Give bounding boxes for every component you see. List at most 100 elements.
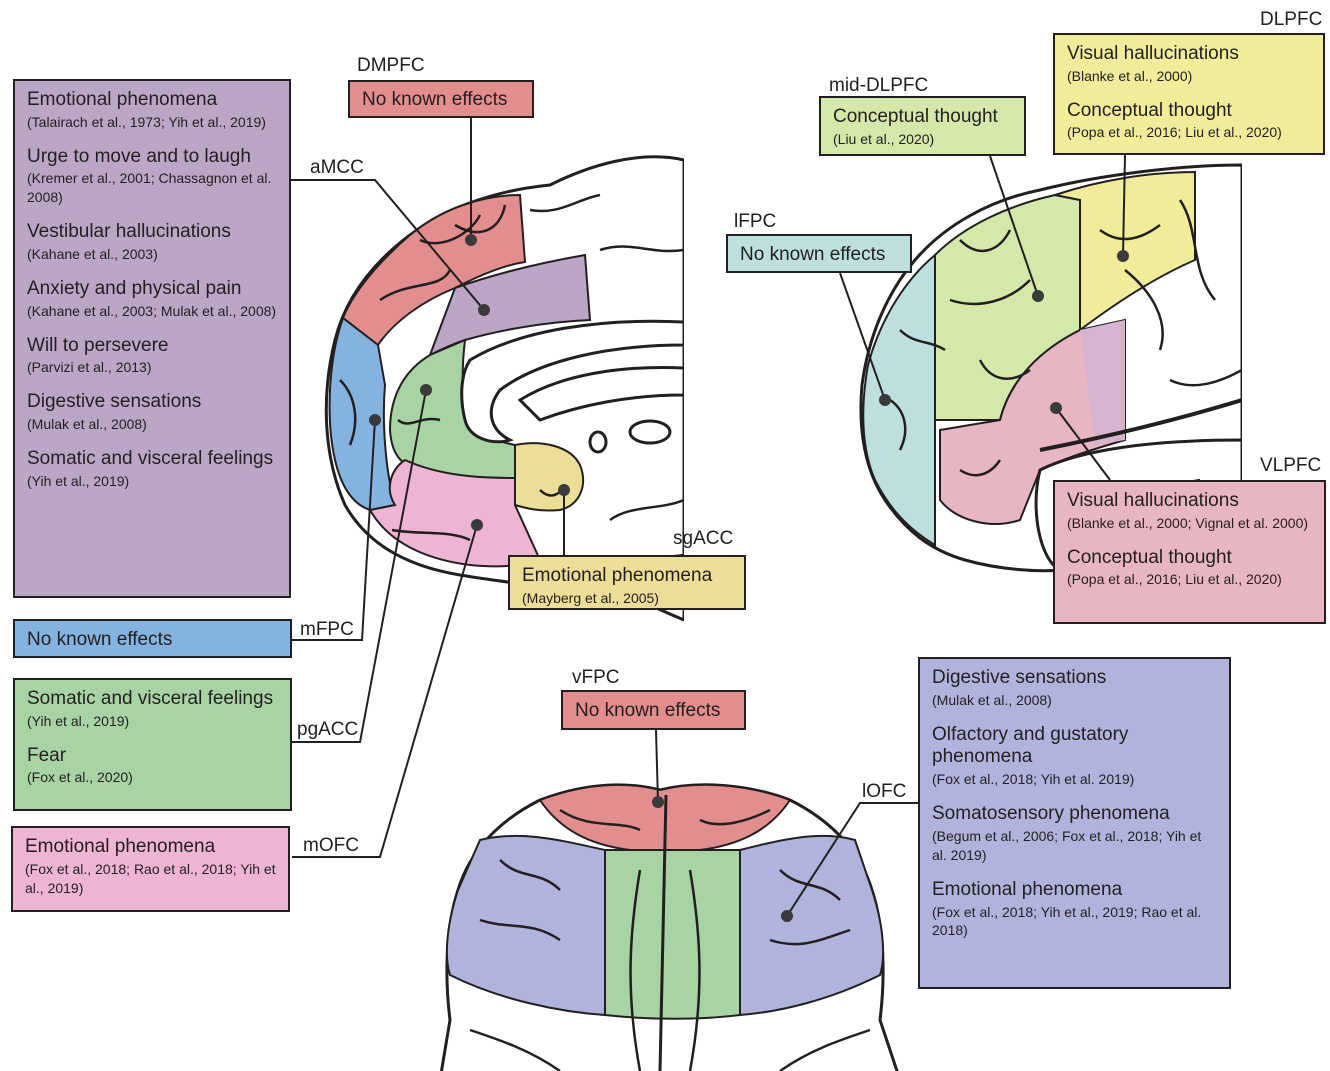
vlpfc-box: Visual hallucinations(Blanke et al., 200…: [1053, 480, 1326, 624]
effect-citation: (Mayberg et al., 2005): [522, 589, 659, 606]
pgacc-entry: Somatic and visceral feelings (Yih et al.…: [27, 688, 278, 731]
effect-citation: (Mulak et al., 2008): [932, 691, 1052, 708]
effect-title: Conceptual thought: [1067, 546, 1232, 568]
effect-citation: (Fox et al., 2018; Yih et al., 2019; Rao…: [932, 903, 1202, 939]
anterior-commissure: [588, 430, 608, 454]
dlpfc-entry: Conceptual thought (Popa et al., 2016; Li…: [1067, 100, 1311, 143]
lofc-label: lOFC: [862, 781, 907, 802]
dlpfc-label: DLPFC: [1260, 9, 1323, 30]
mofc-region: [368, 458, 542, 568]
mofc-box: Emotional phenomena (Fox et al., 2018; Ra…: [11, 826, 290, 912]
effect-title: Emotional phenomena: [25, 836, 216, 857]
effect-title: Visual hallucinations: [1067, 43, 1239, 64]
effect-title: Digestive sensations: [932, 667, 1107, 688]
mfpc-label: mFPC: [300, 619, 354, 640]
lfpc-label: lFPC: [734, 211, 777, 232]
effect-citation: (Popa et al., 2016; Liu et al., 2020): [1067, 571, 1282, 588]
effect-title: Emotional phenomena: [27, 89, 218, 110]
dmpfc-dot: [465, 234, 477, 246]
lfpc-region: [862, 252, 936, 547]
effect-citation: (Begum et al., 2006; Fox et al., 2018; Y…: [932, 827, 1202, 863]
effect-title: Conceptual thought: [1067, 99, 1232, 121]
vlpfc-entry: Conceptual thought (Popa et al., 2016; Li…: [1067, 547, 1312, 590]
effect-citation: (Liu et al., 2020): [833, 130, 935, 147]
lofc-entry: Digestive sensations (Mulak et al., 2008): [932, 667, 1217, 710]
effect-citation: (Kremer et al., 2001; Chassagnon et al. …: [27, 170, 272, 206]
sgacc-entry: Emotional phenomena(Mayberg et al., 2005…: [522, 565, 732, 608]
vfpc-dot: [652, 796, 664, 808]
amcc-entry: Digestive sensations(Mulak et al., 2008): [27, 391, 277, 434]
mid-dlpfc-box: Conceptual thought (Liu et al., 2020): [819, 96, 1026, 156]
amcc-entry: Vestibular hallucinations (Kahane et al.,…: [27, 221, 277, 264]
ventricle: [517, 366, 684, 422]
effect-title: Fear: [27, 744, 67, 766]
effect-citation: (Talairach et al., 1973; Yih et al., 201…: [27, 113, 266, 130]
amcc-label: aMCC: [310, 157, 364, 178]
mid-dlpfc-dot: [1032, 290, 1044, 302]
lofc-region: [445, 834, 606, 1017]
vlpfc-posterior-region: [1080, 320, 1125, 445]
pgacc-label: pgACC: [297, 719, 359, 740]
effect-citation: (Popa et al., 2016; Liu et al., 2020): [1067, 124, 1282, 141]
lfpc-dot: [879, 394, 891, 406]
mid-dlpfc-entry: Conceptual thought (Liu et al., 2020): [833, 106, 1012, 149]
vfpc-label: vFPC: [572, 667, 620, 688]
sgacc-dot: [558, 484, 570, 496]
dmpfc-box-text: No known effects: [362, 89, 508, 110]
frontal-brain-view: [439, 783, 899, 1071]
corpus-callosum: [460, 319, 684, 444]
effect-title: Vestibular hallucinations: [27, 221, 231, 243]
pgacc-entry: Fear (Fox et al., 2020): [27, 745, 278, 788]
mofc-entry: Emotional phenomena (Fox et al., 2018; Ra…: [25, 836, 276, 898]
lofc-entry: Emotional phenomena (Fox et al., 2018; Yi…: [932, 879, 1217, 941]
effect-citation: (Yih et al., 2019): [27, 712, 130, 729]
dmpfc-label: DMPFC: [357, 55, 425, 76]
amcc-entry: Anxiety and physical pain(Kahane et al.,…: [27, 278, 277, 321]
lfpc-box-text: No known effects: [740, 244, 886, 265]
effect-citation: (Fox et al., 2018; Rao et al., 2018; Yih…: [25, 860, 276, 896]
effect-title: Somatosensory phenomena: [932, 803, 1170, 825]
amcc-dot: [478, 304, 490, 316]
leader-lines: [290, 118, 1126, 917]
sgacc-box: Emotional phenomena(Mayberg et al., 2005…: [508, 555, 746, 610]
effect-title: Emotional phenomena: [932, 878, 1123, 900]
midline-fissure: [658, 794, 668, 1071]
effect-citation: (Kahane et al., 2003): [27, 246, 158, 263]
effect-title: Digestive sensations: [27, 391, 202, 413]
dlpfc-entry: Visual hallucinations (Blanke et al., 200…: [1067, 43, 1311, 86]
effect-title: Somatic and visceral feelings: [27, 688, 274, 709]
effect-title: Urge to move and to laugh: [27, 145, 251, 167]
effect-title: Visual hallucinations: [1067, 490, 1239, 511]
vlpfc-entry: Visual hallucinations(Blanke et al., 200…: [1067, 490, 1312, 533]
effect-title: Will to persevere: [27, 334, 169, 356]
effect-title: Olfactory and gustatory phenomena: [932, 723, 1129, 768]
mfpc-box: No known effects: [13, 619, 292, 658]
dlpfc-box: Visual hallucinations (Blanke et al., 200…: [1053, 33, 1325, 155]
effect-title: Conceptual thought: [833, 106, 998, 127]
effect-title: Anxiety and physical pain: [27, 277, 242, 299]
lofc-entry: Olfactory and gustatory phenomena (Fox et…: [932, 724, 1217, 789]
leader-dots: [369, 234, 1129, 922]
vfpc-box-text: No known effects: [575, 700, 721, 721]
amcc-entry: Emotional phenomena (Talairach et al., 19…: [27, 89, 277, 132]
vlpfc-label: VLPFC: [1260, 455, 1322, 476]
mofc-label: mOFC: [303, 835, 359, 856]
effect-citation: (Parvizi et al., 2013): [27, 359, 152, 376]
vlpfc-dot: [1050, 402, 1062, 414]
pgacc-box: Somatic and visceral feelings (Yih et al.…: [13, 678, 292, 811]
amcc-entry: Will to persevere (Parvizi et al., 2013): [27, 335, 277, 378]
effect-citation: (Yih et al., 2019): [27, 472, 130, 489]
lofc-box: Digestive sensations (Mulak et al., 2008)…: [918, 657, 1231, 989]
vfpc-box: No known effects: [561, 690, 746, 730]
medial-ofc-region: [604, 849, 741, 1020]
lofc-region-right: [739, 834, 885, 1017]
effect-citation: (Fox et al., 2018; Yih et al. 2019): [932, 771, 1135, 788]
lofc-entry: Somatosensory phenomena(Begum et al., 20…: [932, 803, 1217, 865]
mfpc-dot: [369, 414, 381, 426]
mfpc-region: [328, 316, 397, 512]
lfpc-box: No known effects: [726, 234, 912, 273]
effect-citation: (Fox et al., 2020): [27, 769, 133, 786]
amcc-box: Emotional phenomena (Talairach et al., 19…: [13, 79, 291, 598]
effect-citation: (Blanke et al., 2000): [1067, 67, 1193, 84]
sgacc-label: sgACC: [673, 528, 734, 549]
